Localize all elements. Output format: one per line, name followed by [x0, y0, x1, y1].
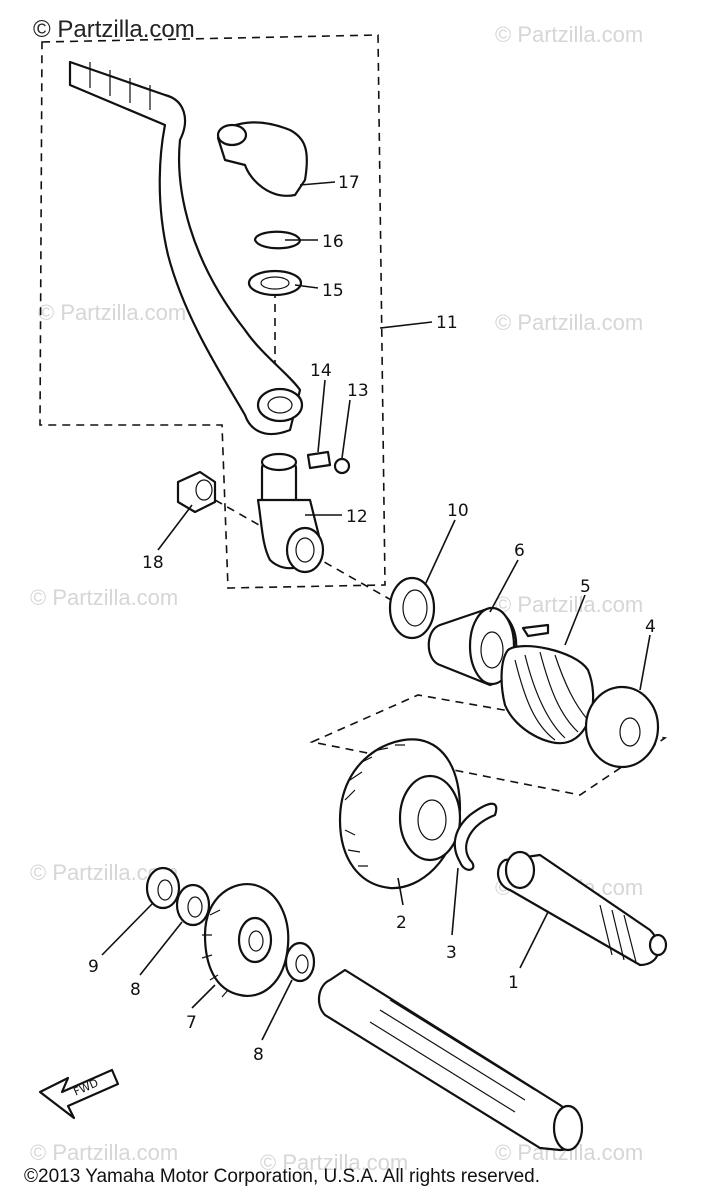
callout-4: 4: [645, 617, 656, 637]
callout-11: 11: [436, 313, 458, 333]
watermark: © Partzilla.com: [495, 310, 643, 335]
copyright-notice: ©2013 Yamaha Motor Corporation, U.S.A. A…: [24, 1166, 540, 1187]
callout-3: 3: [446, 943, 457, 963]
washer-9: [145, 866, 181, 910]
callout-5: 5: [580, 577, 591, 597]
watermark: © Partzilla.com: [495, 22, 643, 47]
callout-18: 18: [142, 553, 164, 573]
kick-crank-lever: [68, 60, 304, 436]
callout-2: 2: [396, 913, 407, 933]
callout-14: 14: [310, 361, 332, 381]
callout-10: 10: [447, 501, 469, 521]
idler-gear-7: [201, 883, 290, 998]
nut-18: [176, 470, 217, 514]
clip-3: [453, 802, 498, 871]
watermark: © Partzilla.com: [260, 1150, 408, 1175]
kick-boot-17: [216, 121, 308, 197]
watermark: © Partzilla.com: [30, 585, 178, 610]
assembly-outline-gear: [309, 694, 668, 796]
callout-6: 6: [514, 541, 525, 561]
spring-14: [306, 450, 332, 470]
washer-8-lower: [284, 941, 316, 983]
leader-lines: [101, 181, 651, 1041]
callout-16: 16: [322, 232, 344, 252]
watermark: © Partzilla.com: [30, 1140, 178, 1165]
washer-15: [247, 269, 303, 297]
main-axle: [317, 968, 584, 1152]
kick-axle-1: [497, 850, 668, 967]
callout-8-lower: 8: [253, 1045, 264, 1065]
watermark: © Partzilla.com: [495, 592, 643, 617]
kick-boss-12: [256, 452, 325, 574]
callout-9: 9: [88, 957, 99, 977]
watermark: © Partzilla.com: [38, 300, 186, 325]
kick-gear-2: [338, 738, 462, 890]
washer-4: [584, 685, 660, 769]
callout-1: 1: [508, 973, 519, 993]
callout-13: 13: [347, 381, 369, 401]
oil-seal-10: [388, 576, 436, 640]
callout-7: 7: [186, 1013, 197, 1033]
callout-8-upper: 8: [130, 980, 141, 1000]
watermark: © Partzilla.com: [33, 16, 195, 43]
washer-8-upper: [175, 883, 211, 927]
fwd-arrow: FWD: [38, 1068, 120, 1120]
ball-13: [333, 457, 351, 475]
shaft-centerline: [214, 499, 401, 606]
assembly-outline-11: [39, 34, 386, 589]
callout-12: 12: [346, 507, 368, 527]
callout-15: 15: [322, 281, 344, 301]
callout-17: 17: [338, 173, 360, 193]
torsion-spring-5: [500, 623, 595, 745]
